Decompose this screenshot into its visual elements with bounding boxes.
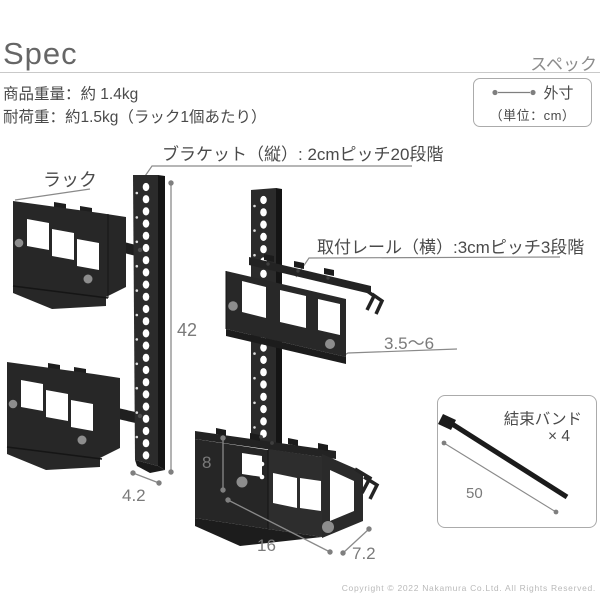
rail-hook — [361, 286, 377, 311]
rack-leader-line — [14, 188, 91, 201]
left-bracket-small-holes — [135, 191, 139, 439]
upper-left-rack-illustration — [12, 201, 126, 309]
rack-hole — [71, 400, 93, 431]
rack-label: ラック — [43, 170, 97, 190]
mounting-rail — [249, 257, 371, 294]
rail-label: 取付レール（横）:3cmピッチ3段階 — [317, 238, 585, 257]
dimension-dots — [130, 180, 559, 556]
rack-hole — [242, 453, 262, 477]
copyright-text: Copyright © 2022 Nakamura Co.Ltd. All Ri… — [341, 583, 596, 593]
magnet-dot — [236, 476, 248, 488]
lower-right-rack-illustration — [195, 428, 380, 546]
dim-label-4-2: 4.2 — [122, 486, 146, 505]
dim-line-7-2 — [342, 528, 370, 554]
upper-right-rack-illustration — [225, 254, 385, 364]
dim-line-16 — [227, 499, 331, 553]
page-subtitle: スペック — [530, 55, 597, 74]
rack-hole — [21, 380, 43, 411]
left-bracket-holes — [142, 182, 150, 460]
rack-hole — [300, 478, 321, 511]
rack-hole — [77, 239, 99, 270]
magnet-dot — [8, 399, 18, 409]
dim-label-16: 16 — [257, 536, 276, 555]
header-divider — [0, 72, 600, 73]
rack-hole — [242, 281, 266, 318]
rack-hole — [330, 470, 354, 521]
rail-leader-line — [295, 256, 561, 278]
magnet-dot — [83, 274, 93, 284]
magnet-dot — [77, 435, 87, 445]
rail-hook — [363, 475, 380, 500]
rack-hole — [46, 390, 68, 421]
dim-line-4-2 — [132, 472, 160, 484]
magnet-dot — [322, 521, 334, 533]
cable-tie-box — [437, 395, 597, 528]
product-weight-text: 商品重量：約 1.4kg — [3, 86, 139, 103]
dim-label-50: 50 — [466, 485, 483, 502]
outer-dimension-legend: 外寸 （単位：cm） — [473, 78, 592, 127]
rack-hole — [318, 299, 340, 335]
dim-label-8: 8 — [202, 453, 212, 472]
rack-hole — [259, 474, 265, 480]
dimension-line-icon — [492, 89, 537, 95]
rack-hole — [27, 219, 49, 250]
dim-line-50 — [443, 442, 557, 513]
dimension-lines — [132, 183, 557, 554]
dim-label-42: 42 — [177, 320, 198, 340]
mounting-rail — [195, 431, 336, 459]
rack-hole — [259, 461, 265, 467]
rail-hook — [370, 292, 385, 315]
rack-hole — [273, 473, 297, 508]
magnet-dot — [325, 339, 335, 349]
rail-hook — [354, 467, 373, 494]
rack-hole — [280, 290, 306, 328]
depth-range-label: 3.5～6 — [384, 334, 435, 353]
legend-label: 外寸 — [543, 84, 574, 102]
magnet-dot — [14, 238, 24, 248]
bracket-leader-line — [142, 165, 412, 180]
cable-tie-qty: × 4 — [548, 428, 570, 445]
magnet-dot — [228, 301, 238, 311]
rack-hole — [52, 229, 74, 260]
dim-label-7-2: 7.2 — [352, 544, 376, 563]
left-bracket-illustration — [133, 175, 165, 473]
cable-tie-name: 結束バンド — [503, 411, 582, 428]
bracket-label: ブラケット（縦）: 2cmピッチ20段階 — [162, 145, 444, 164]
legend-unit: （単位：cm） — [489, 107, 576, 123]
page-title: Spec — [3, 36, 78, 71]
lower-left-rack-illustration — [6, 362, 120, 470]
load-capacity-text: 耐荷重：約1.5kg（ラック1個あたり） — [3, 109, 267, 126]
cable-tie-illustration — [438, 414, 569, 500]
